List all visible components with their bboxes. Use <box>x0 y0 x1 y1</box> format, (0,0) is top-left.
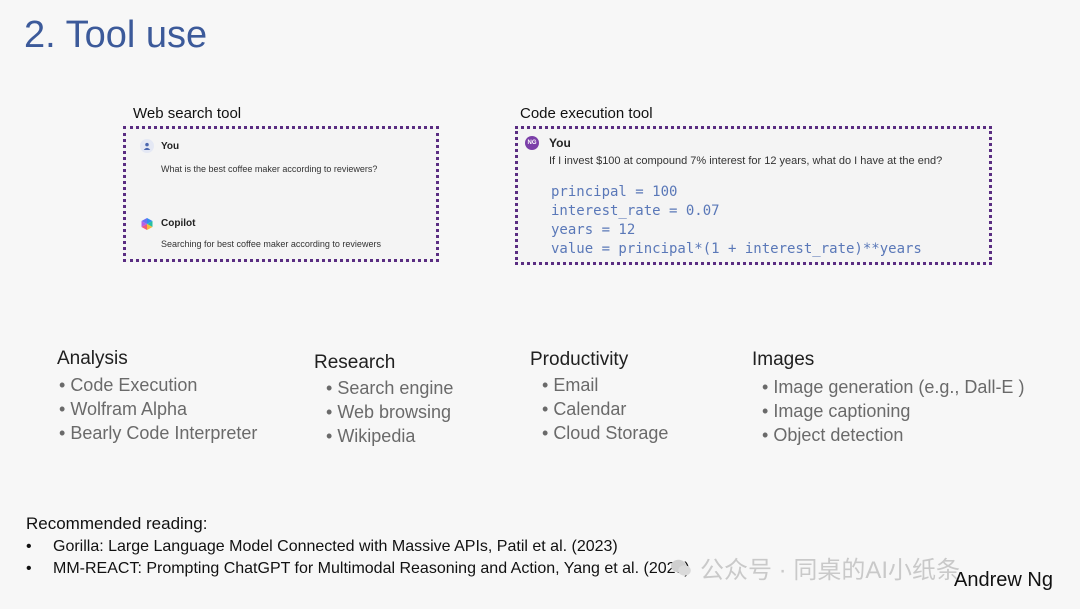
list-item: Image captioning <box>762 399 1024 423</box>
code-execution-tool-label: Code execution tool <box>520 105 653 122</box>
reading-item: MM-REACT: Prompting ChatGPT for Multimod… <box>26 558 690 580</box>
author-name: Andrew Ng <box>954 569 1053 591</box>
code-line: years = 12 <box>551 222 636 238</box>
category-images: Images Image generation (e.g., Dall-E ) … <box>752 349 1024 447</box>
user-avatar-icon <box>140 139 154 153</box>
list-item: Web browsing <box>326 400 453 424</box>
recommended-reading: Recommended reading: Gorilla: Large Lang… <box>26 514 690 580</box>
list-item: Search engine <box>326 376 453 400</box>
list-item: Calendar <box>542 397 668 421</box>
list-item: Bearly Code Interpreter <box>59 421 257 445</box>
category-analysis: Analysis Code Execution Wolfram Alpha Be… <box>57 348 257 445</box>
watermark-text: 公众号 · 同桌的AI小纸条 <box>700 557 961 584</box>
slide-title: 2. Tool use <box>24 14 208 56</box>
category-title: Analysis <box>57 348 128 369</box>
code-user-message: If I invest $100 at compound 7% interest… <box>549 155 943 167</box>
code-user-name: You <box>549 136 571 150</box>
list-item: Email <box>542 373 668 397</box>
code-execution-panel: NG You If I invest $100 at compound 7% i… <box>515 126 992 265</box>
user-avatar-ng-icon: NG <box>525 136 539 150</box>
category-title: Research <box>314 352 396 373</box>
category-title: Images <box>752 349 815 370</box>
copilot-logo-icon <box>140 217 154 231</box>
code-line: interest_rate = 0.07 <box>551 203 720 219</box>
category-research: Research Search engine Web browsing Wiki… <box>314 352 453 448</box>
web-user-name: You <box>161 141 180 152</box>
list-item: Wolfram Alpha <box>59 397 257 421</box>
category-productivity: Productivity Email Calendar Cloud Storag… <box>530 349 668 445</box>
wechat-logo-icon <box>670 557 692 579</box>
list-item: Code Execution <box>59 373 257 397</box>
list-item: Object detection <box>762 423 1024 447</box>
code-line: value = principal*(1 + interest_rate)**y… <box>551 241 922 257</box>
web-search-panel: You What is the best coffee maker accord… <box>123 126 439 262</box>
category-title: Productivity <box>530 349 629 370</box>
code-line: principal = 100 <box>551 184 678 200</box>
code-block: principal = 100 interest_rate = 0.07 yea… <box>551 183 922 259</box>
web-search-tool-label: Web search tool <box>133 105 242 122</box>
copilot-message: Searching for best coffee maker accordin… <box>161 239 381 249</box>
copilot-name: Copilot <box>161 218 196 229</box>
list-item: Image generation (e.g., Dall-E ) <box>762 375 1024 399</box>
list-item: Wikipedia <box>326 424 453 448</box>
reading-title: Recommended reading: <box>26 514 208 533</box>
list-item: Cloud Storage <box>542 421 668 445</box>
web-user-message: What is the best coffee maker according … <box>161 164 378 174</box>
reading-item: Gorilla: Large Language Model Connected … <box>26 536 690 558</box>
watermark: 公众号 · 同桌的AI小纸条 <box>670 550 960 585</box>
